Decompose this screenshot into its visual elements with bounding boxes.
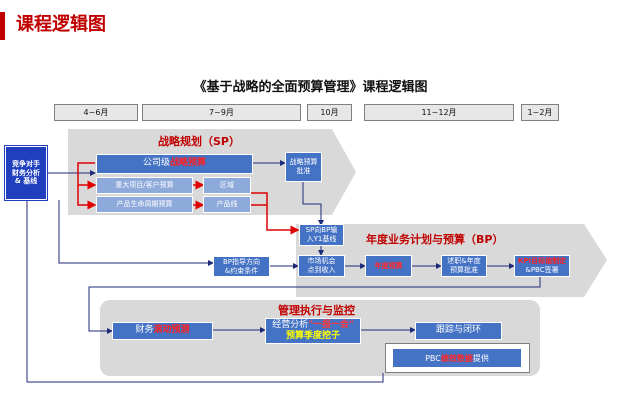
annual-budget-box: 年度预算 — [365, 255, 412, 277]
analysis-label: 经营分析 — [272, 319, 309, 330]
competitor-analysis-box: 竞争对手 财务分析 & 基线 — [5, 146, 47, 200]
red-connector — [251, 192, 300, 235]
diagram-title: 《基于战略的全面预算管理》课程逻辑图 — [193, 80, 428, 95]
company-strategy-budget-box: 公司级战略预算 — [96, 154, 253, 174]
strategy-approval-label: 战略预算 批准 — [289, 158, 318, 175]
business-analysis-box: 经营分析"一报一会"预算季度挖子 — [265, 318, 361, 344]
market-opportunity-box: 市场机会 点到收入 — [298, 255, 345, 277]
slide-title: 课程逻辑图 — [16, 14, 106, 35]
sp-to-bp-label: SP向BP输 入Y1基线 — [305, 226, 338, 243]
competitor-analysis-label: 竞争对手 财务分析 & 基线 — [12, 160, 40, 186]
pbc-label: PBC — [425, 353, 441, 363]
rolling-forecast-box: 财务滚动预测 — [112, 322, 213, 340]
timeline-period: 11~12月 — [364, 104, 514, 121]
exec-section-title: 管理执行与监控 — [278, 304, 355, 317]
timeline-period: 10月 — [307, 104, 352, 121]
bp-guidance-label: BP指导方向 &约束条件 — [222, 257, 261, 275]
finance-label: 财务 — [135, 325, 154, 336]
strategy-approval-box: 战略预算 批准 — [285, 152, 322, 182]
connector — [58, 200, 214, 266]
product-line-box: 产品线 — [203, 196, 251, 213]
annual-budget-label: 年度预算 — [374, 261, 403, 270]
pbc-provide-label: 提供 — [472, 353, 489, 363]
connector — [88, 277, 541, 334]
strategy-budget-highlight: 战略预算 — [170, 158, 207, 169]
title-accent-bar — [0, 12, 5, 40]
bp-section-title: 年度业务计划与预算（BP） — [366, 233, 504, 246]
region-label: 区域 — [220, 181, 234, 190]
analysis-line2: 预算季度挖子 — [285, 331, 340, 341]
bp-guidance-box: BP指导方向 &约束条件 — [213, 256, 270, 277]
product-lifecycle-budget-box: 产品生命周期预算 — [96, 196, 193, 213]
major-projects-label: 重大项目/客户预算 — [115, 181, 174, 190]
kpi-pbc-box: KPI目标值制定&PBC签署 — [514, 255, 570, 277]
product-line-label: 产品线 — [216, 200, 238, 209]
connector — [302, 182, 324, 226]
timeline-period: 7~9月 — [142, 104, 301, 121]
product-lifecycle-label: 产品生命周期预算 — [116, 200, 173, 209]
tracking-label: 跟踪与闭环 — [435, 325, 481, 336]
sp-to-bp-box: SP向BP输 入Y1基线 — [299, 224, 344, 246]
analysis-highlight: "一报一会" — [308, 319, 354, 330]
red-connector — [77, 162, 97, 210]
timeline-period: 1~2月 — [521, 104, 559, 121]
report-approval-label: 述职&年度 预算批准 — [447, 257, 481, 274]
kpi-pbc-label: &PBC签署 — [525, 266, 559, 274]
connector — [26, 200, 384, 383]
sp-section-title: 战略规划（SP） — [158, 135, 240, 148]
region-box: 区域 — [203, 177, 251, 194]
market-opportunity-label: 市场机会 点到收入 — [307, 257, 336, 274]
kpi-highlight: KPI目标值制定 — [517, 257, 567, 266]
tracking-closure-box: 跟踪与闭环 — [415, 322, 502, 340]
major-projects-budget-box: 重大项目/客户预算 — [96, 177, 193, 194]
pbc-highlight: 绩效数据 — [440, 353, 473, 363]
report-approval-box: 述职&年度 预算批准 — [441, 255, 487, 277]
timeline-period: 4~6月 — [54, 104, 138, 121]
company-label: 公司级 — [142, 158, 170, 169]
rolling-forecast-highlight: 滚动预测 — [153, 325, 190, 336]
